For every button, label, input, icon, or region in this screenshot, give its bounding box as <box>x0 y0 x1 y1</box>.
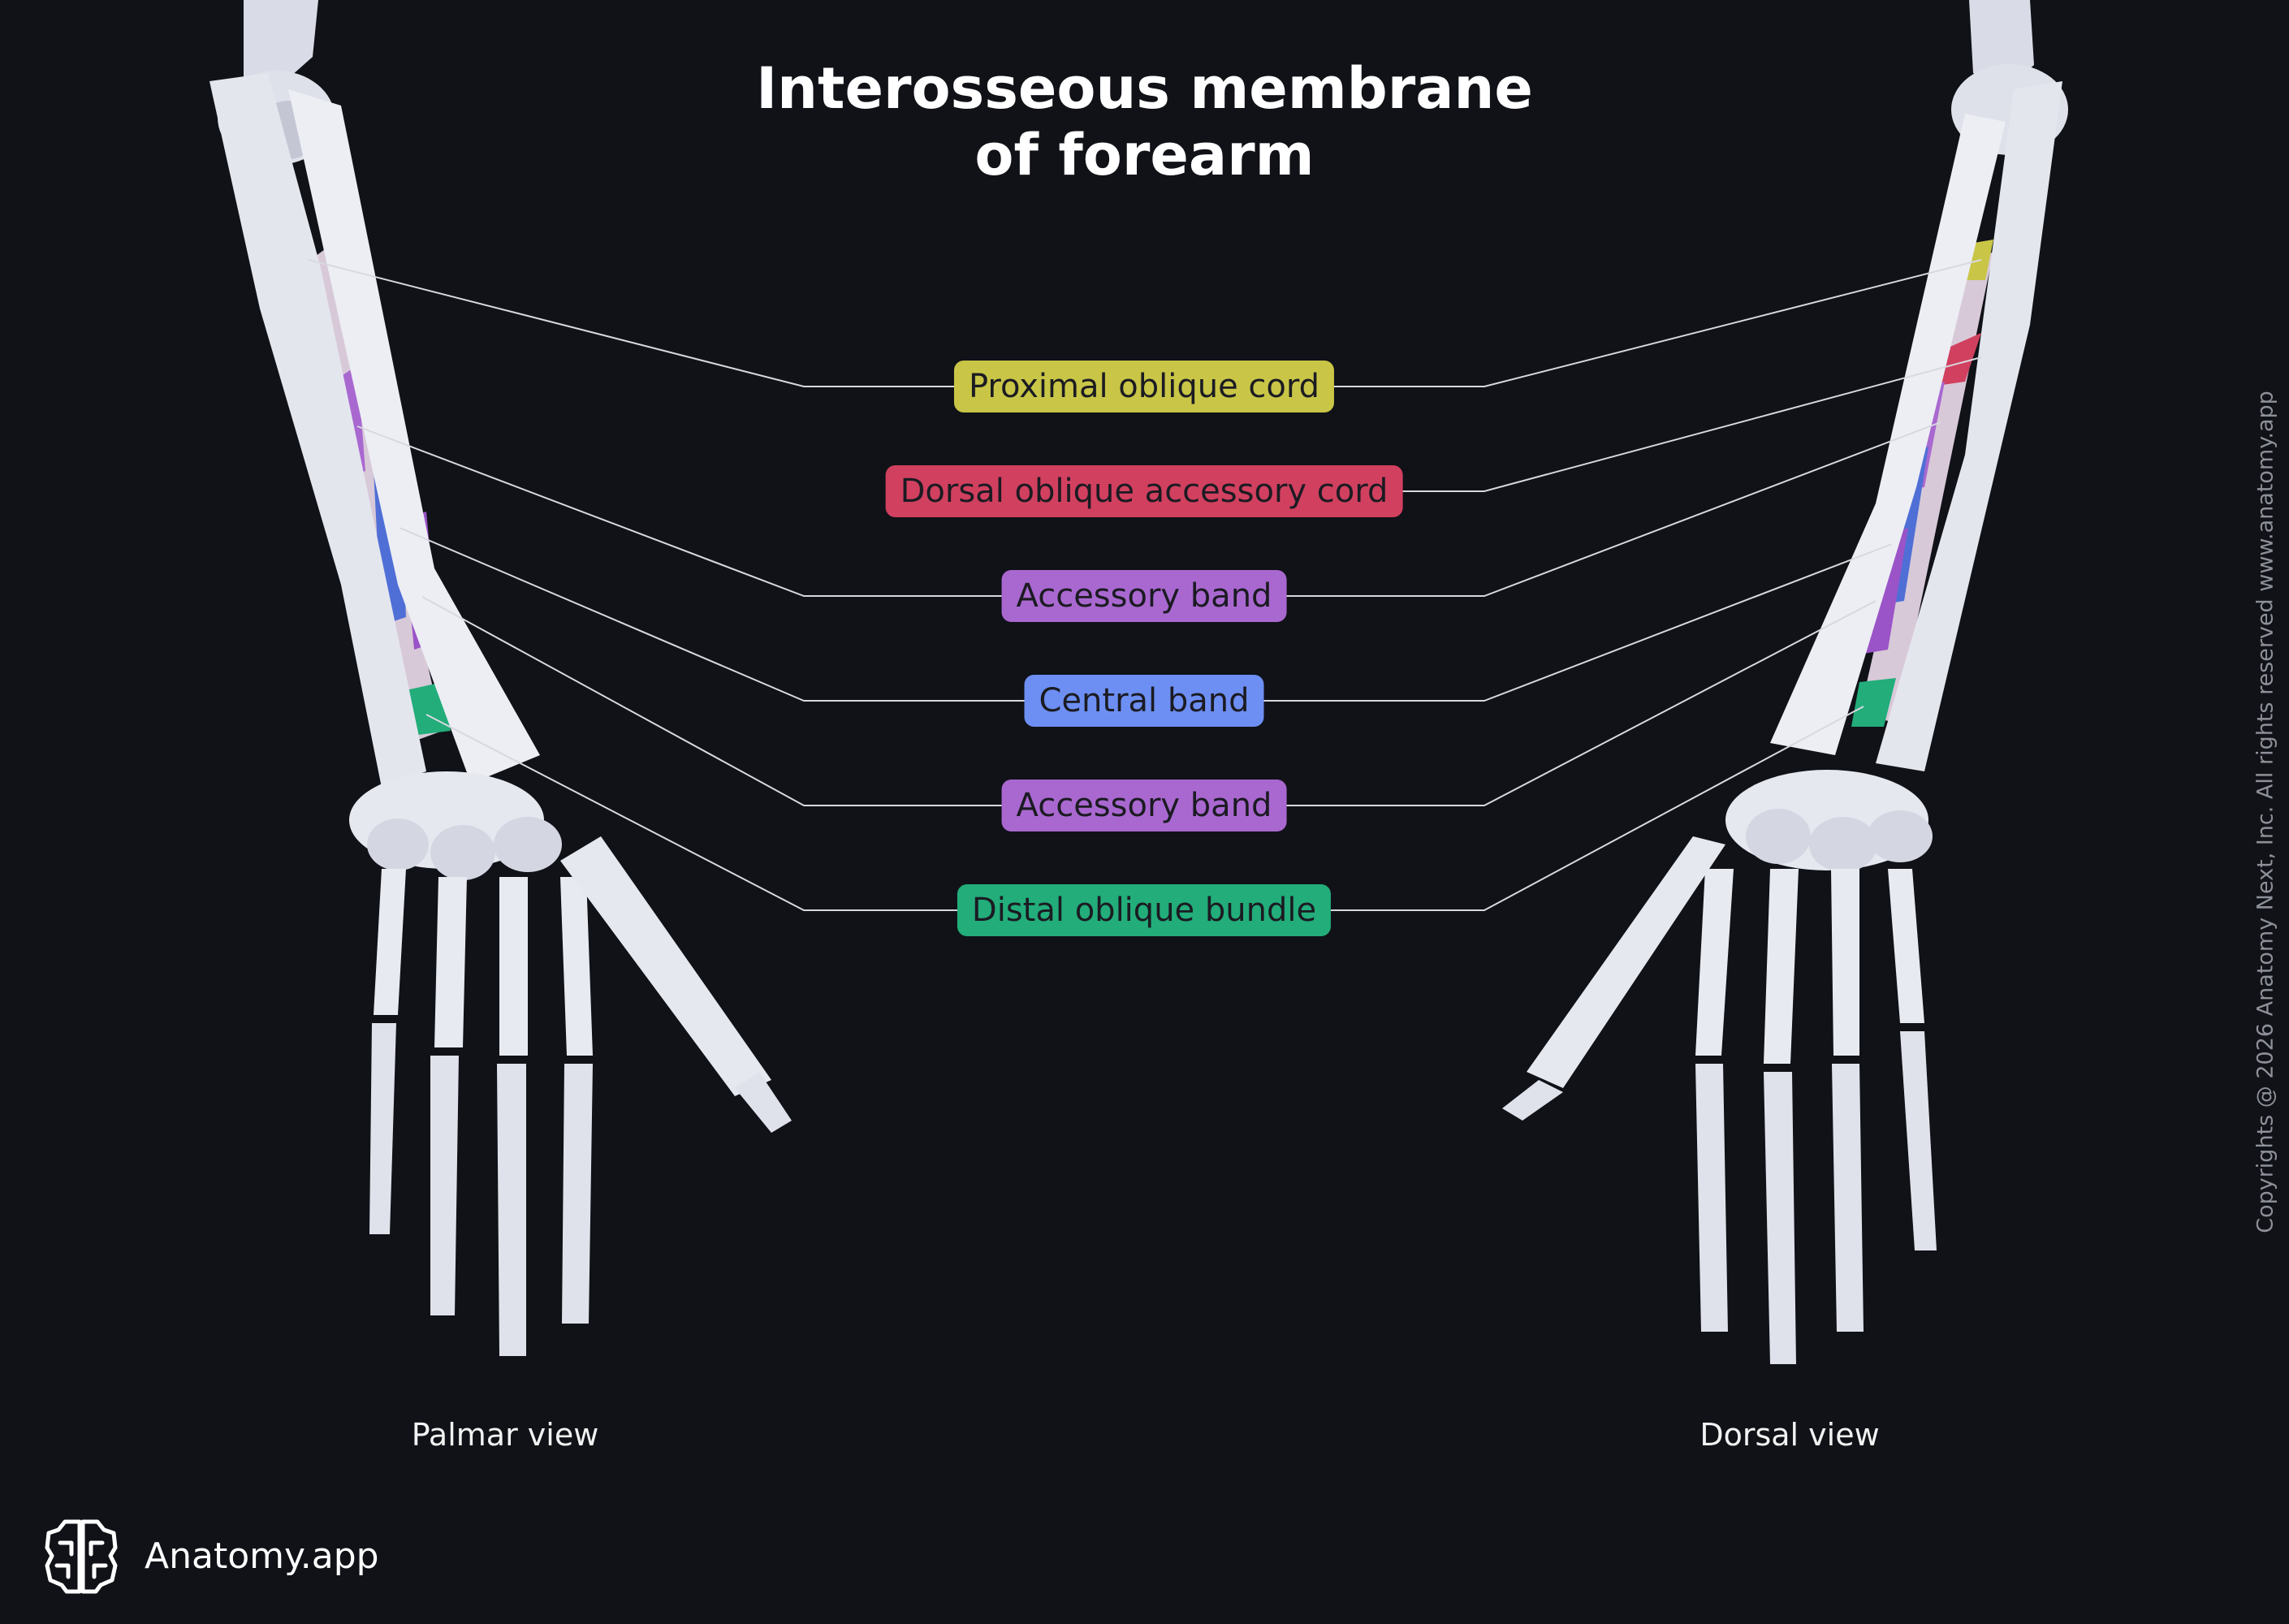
label-accessory-band-lower: Accessory band <box>1001 780 1287 831</box>
label-dorsal-oblique-accessory-cord: Dorsal oblique accessory cord <box>885 465 1403 517</box>
dorsal-forearm-skeleton <box>1725 0 2068 872</box>
leader-line-left <box>399 527 1025 702</box>
leader-line-right <box>1286 421 1941 597</box>
leader-line-left <box>308 259 954 387</box>
leader-line-left <box>356 425 1002 597</box>
dorsal-hand-skeleton <box>1502 836 1937 1364</box>
palmar-view-label: Palmar view <box>411 1417 599 1453</box>
title-line-2: of forearm <box>974 122 1315 188</box>
title-line-1: Interosseous membrane <box>756 55 1533 122</box>
palmar-hand-skeleton <box>369 836 792 1356</box>
brain-logo-icon <box>45 1519 118 1594</box>
leader-line-right <box>1331 706 1864 911</box>
leader-lines <box>308 259 1982 911</box>
leader-line-right <box>1402 356 1982 492</box>
label-distal-oblique-bundle: Distal oblique bundle <box>957 884 1332 936</box>
brand-logo[interactable]: Anatomy.app <box>41 1515 379 1596</box>
leader-line-right <box>1286 600 1877 806</box>
brand-name: Anatomy.app <box>145 1535 379 1577</box>
diagram-title: Interosseous membrane of forearm <box>0 55 2289 188</box>
leader-line-right <box>1263 543 1893 702</box>
label-accessory-band-upper: Accessory band <box>1001 570 1287 622</box>
label-central-band: Central band <box>1024 675 1264 727</box>
copyright-notice: Copyrights @ 2026 Anatomy Next, Inc. All… <box>2252 391 2278 1233</box>
label-proximal-oblique-cord: Proximal oblique cord <box>953 361 1335 412</box>
leader-line-left <box>421 596 1002 806</box>
dorsal-view-label: Dorsal view <box>1699 1417 1880 1453</box>
leader-line-right <box>1334 259 1982 387</box>
leader-line-left <box>425 714 957 911</box>
